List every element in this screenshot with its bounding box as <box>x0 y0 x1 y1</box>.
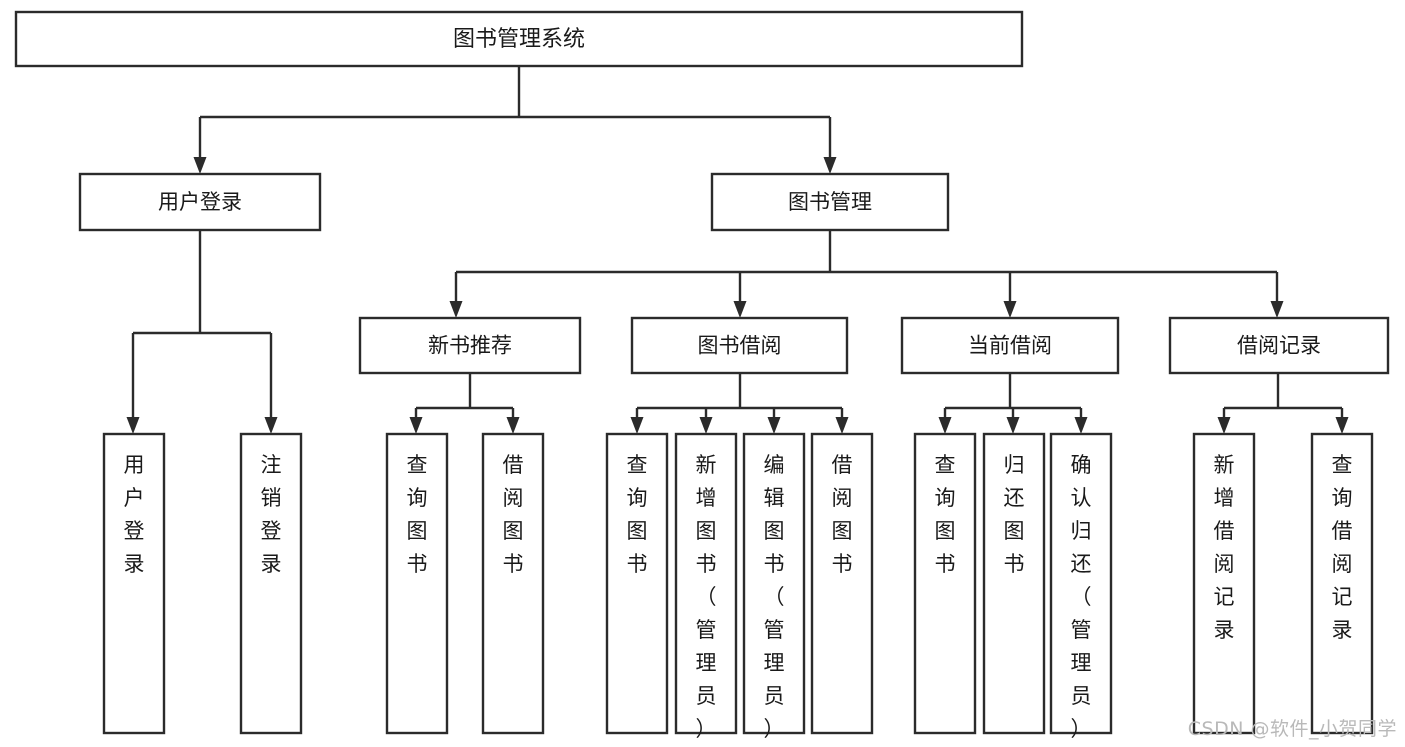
node-leaf_return_book[interactable]: 归还图书 <box>982 432 1046 735</box>
connector-bus-borrow-record <box>1217 373 1349 434</box>
node-label: 当前借阅 <box>968 334 1052 358</box>
node-leaf_logout[interactable]: 注销登录 <box>239 432 303 735</box>
node-label: 借阅图书 <box>503 453 524 576</box>
node-layer: 图书管理系统用户登录图书管理新书推荐图书借阅当前借阅借阅记录用户登录注销登录查询… <box>14 10 1390 741</box>
connector-bus-root <box>193 66 837 174</box>
node-book_borrow[interactable]: 图书借阅 <box>630 316 849 375</box>
node-leaf_confirm_return[interactable]: 确认归还（管理员） <box>1049 432 1113 741</box>
connector-bus-book-borrow <box>630 373 849 434</box>
node-leaf_edit_book[interactable]: 编辑图书（管理员） <box>742 432 806 741</box>
node-label: 确认归还（管理员） <box>1071 453 1092 741</box>
node-label: 借阅图书 <box>832 453 853 576</box>
node-label: 查询图书 <box>627 453 648 576</box>
node-label: 图书管理系统 <box>453 27 585 52</box>
node-new_book_rec[interactable]: 新书推荐 <box>358 316 582 375</box>
node-leaf_borrow_book_1[interactable]: 借阅图书 <box>481 432 545 735</box>
node-leaf_borrow_book_2[interactable]: 借阅图书 <box>810 432 874 735</box>
node-label: 查询图书 <box>407 453 428 576</box>
node-leaf_query_book_3[interactable]: 查询图书 <box>913 432 977 735</box>
node-label: 编辑图书（管理员） <box>764 453 785 741</box>
connector-bus-new-book-rec <box>409 373 520 434</box>
node-label: 新书推荐 <box>428 334 512 358</box>
node-label: 用户登录 <box>158 190 242 214</box>
node-label: 新增借阅记录 <box>1214 453 1235 642</box>
node-user_login[interactable]: 用户登录 <box>78 172 322 232</box>
node-leaf_add_book[interactable]: 新增图书（管理员） <box>674 432 738 741</box>
node-root[interactable]: 图书管理系统 <box>14 10 1024 68</box>
node-label: 新增图书（管理员） <box>696 453 717 741</box>
connector-bus-current-borrow <box>938 373 1088 434</box>
connector-layer <box>126 66 1349 434</box>
watermark-label: CSDN @软件_小贺同学 <box>1187 718 1397 740</box>
node-label: 用户登录 <box>124 453 145 576</box>
node-label: 注销登录 <box>261 453 282 576</box>
node-label: 查询图书 <box>935 453 956 576</box>
node-leaf_query_book_1[interactable]: 查询图书 <box>385 432 449 735</box>
node-label: 借阅记录 <box>1237 334 1321 358</box>
node-leaf_user_login[interactable]: 用户登录 <box>102 432 166 735</box>
node-label: 图书借阅 <box>698 334 782 358</box>
node-borrow_record[interactable]: 借阅记录 <box>1168 316 1390 375</box>
connector-bus-book-manage <box>449 230 1284 318</box>
node-label: 图书管理 <box>788 190 872 214</box>
node-current_borrow[interactable]: 当前借阅 <box>900 316 1120 375</box>
node-label: 查询借阅记录 <box>1332 453 1353 642</box>
node-leaf_query_record[interactable]: 查询借阅记录 <box>1310 432 1374 735</box>
node-leaf_add_record[interactable]: 新增借阅记录 <box>1192 432 1256 735</box>
connector-bus-user-login <box>126 230 278 434</box>
node-label: 归还图书 <box>1004 453 1025 576</box>
node-book_manage[interactable]: 图书管理 <box>710 172 950 232</box>
node-leaf_query_book_2[interactable]: 查询图书 <box>605 432 669 735</box>
